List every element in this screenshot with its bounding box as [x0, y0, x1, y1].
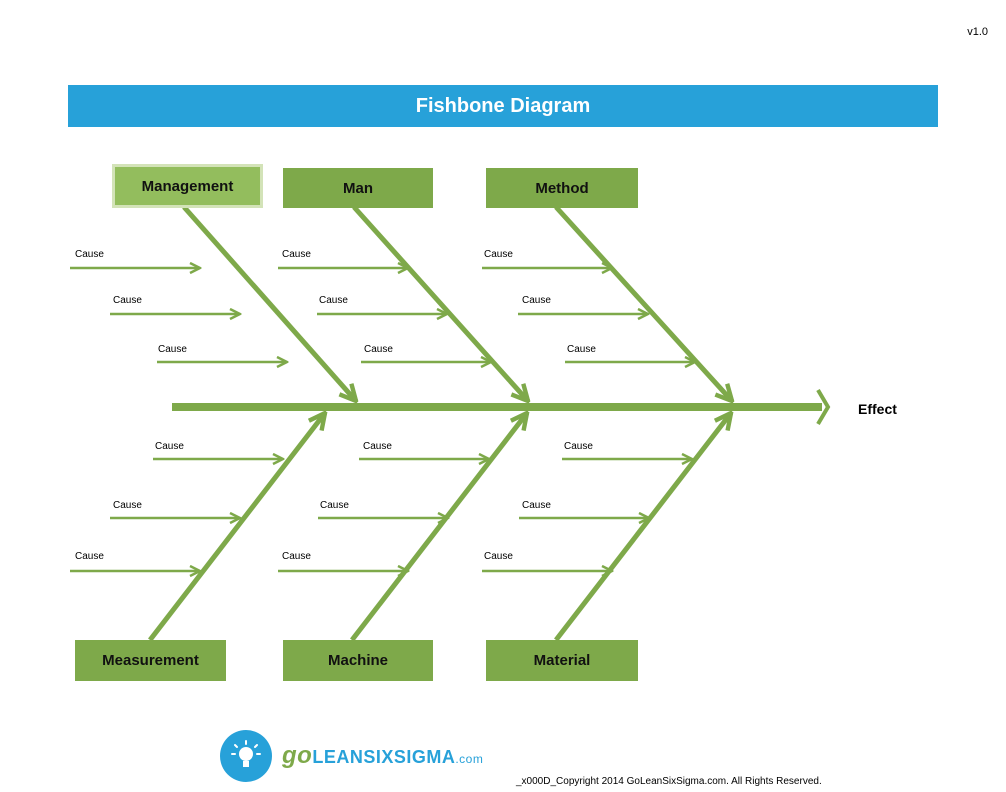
category-measurement-label: Measurement	[102, 652, 199, 669]
category-machine: Machine	[283, 640, 433, 681]
category-material-label: Material	[533, 652, 591, 669]
category-method: Method	[486, 168, 638, 208]
cause-label: Cause	[282, 249, 311, 260]
bone-method	[554, 205, 732, 401]
category-material: Material	[486, 640, 638, 681]
lightbulb-icon	[220, 730, 272, 782]
cause-label: Cause	[158, 344, 187, 355]
version-label: v1.0	[967, 26, 988, 38]
title-bar: Fishbone Diagram	[68, 85, 938, 127]
cause-label: Cause	[320, 500, 349, 511]
cause-label: Cause	[484, 551, 513, 562]
bone-material	[554, 413, 731, 642]
brand-logo: goLEANSIXSIGMA.com	[220, 730, 483, 782]
bone-man	[352, 205, 528, 401]
category-method-label: Method	[535, 179, 589, 197]
cause-label: Cause	[363, 441, 392, 452]
cause-label: Cause	[567, 344, 596, 355]
bone-management	[182, 205, 356, 401]
page-title: Fishbone Diagram	[415, 94, 591, 117]
effect-label: Effect	[858, 401, 897, 417]
category-machine-label: Machine	[327, 652, 388, 669]
cause-label: Cause	[522, 500, 551, 511]
cause-label: Cause	[522, 295, 551, 306]
category-measurement: Measurement	[75, 640, 226, 681]
category-management: Management	[112, 164, 263, 208]
cause-label: Cause	[75, 551, 104, 562]
cause-label: Cause	[319, 295, 348, 306]
cause-label: Cause	[282, 551, 311, 562]
effect-arrowhead	[816, 388, 831, 426]
logo-text: goLEANSIXSIGMA.com	[282, 742, 484, 769]
cause-label: Cause	[75, 249, 104, 260]
category-man: Man	[283, 168, 433, 208]
cause-label: Cause	[484, 249, 513, 260]
bone-measurement	[148, 413, 325, 642]
category-man-label: Man	[343, 179, 373, 197]
cause-label: Cause	[113, 295, 142, 306]
cause-label: Cause	[155, 441, 184, 452]
copyright-text: _x000D_Copyright 2014 GoLeanSixSigma.com…	[516, 776, 822, 787]
cause-label: Cause	[113, 500, 142, 511]
cause-label: Cause	[564, 441, 593, 452]
category-management-label: Management	[141, 177, 234, 195]
cause-label: Cause	[364, 344, 393, 355]
bone-machine	[350, 413, 527, 642]
